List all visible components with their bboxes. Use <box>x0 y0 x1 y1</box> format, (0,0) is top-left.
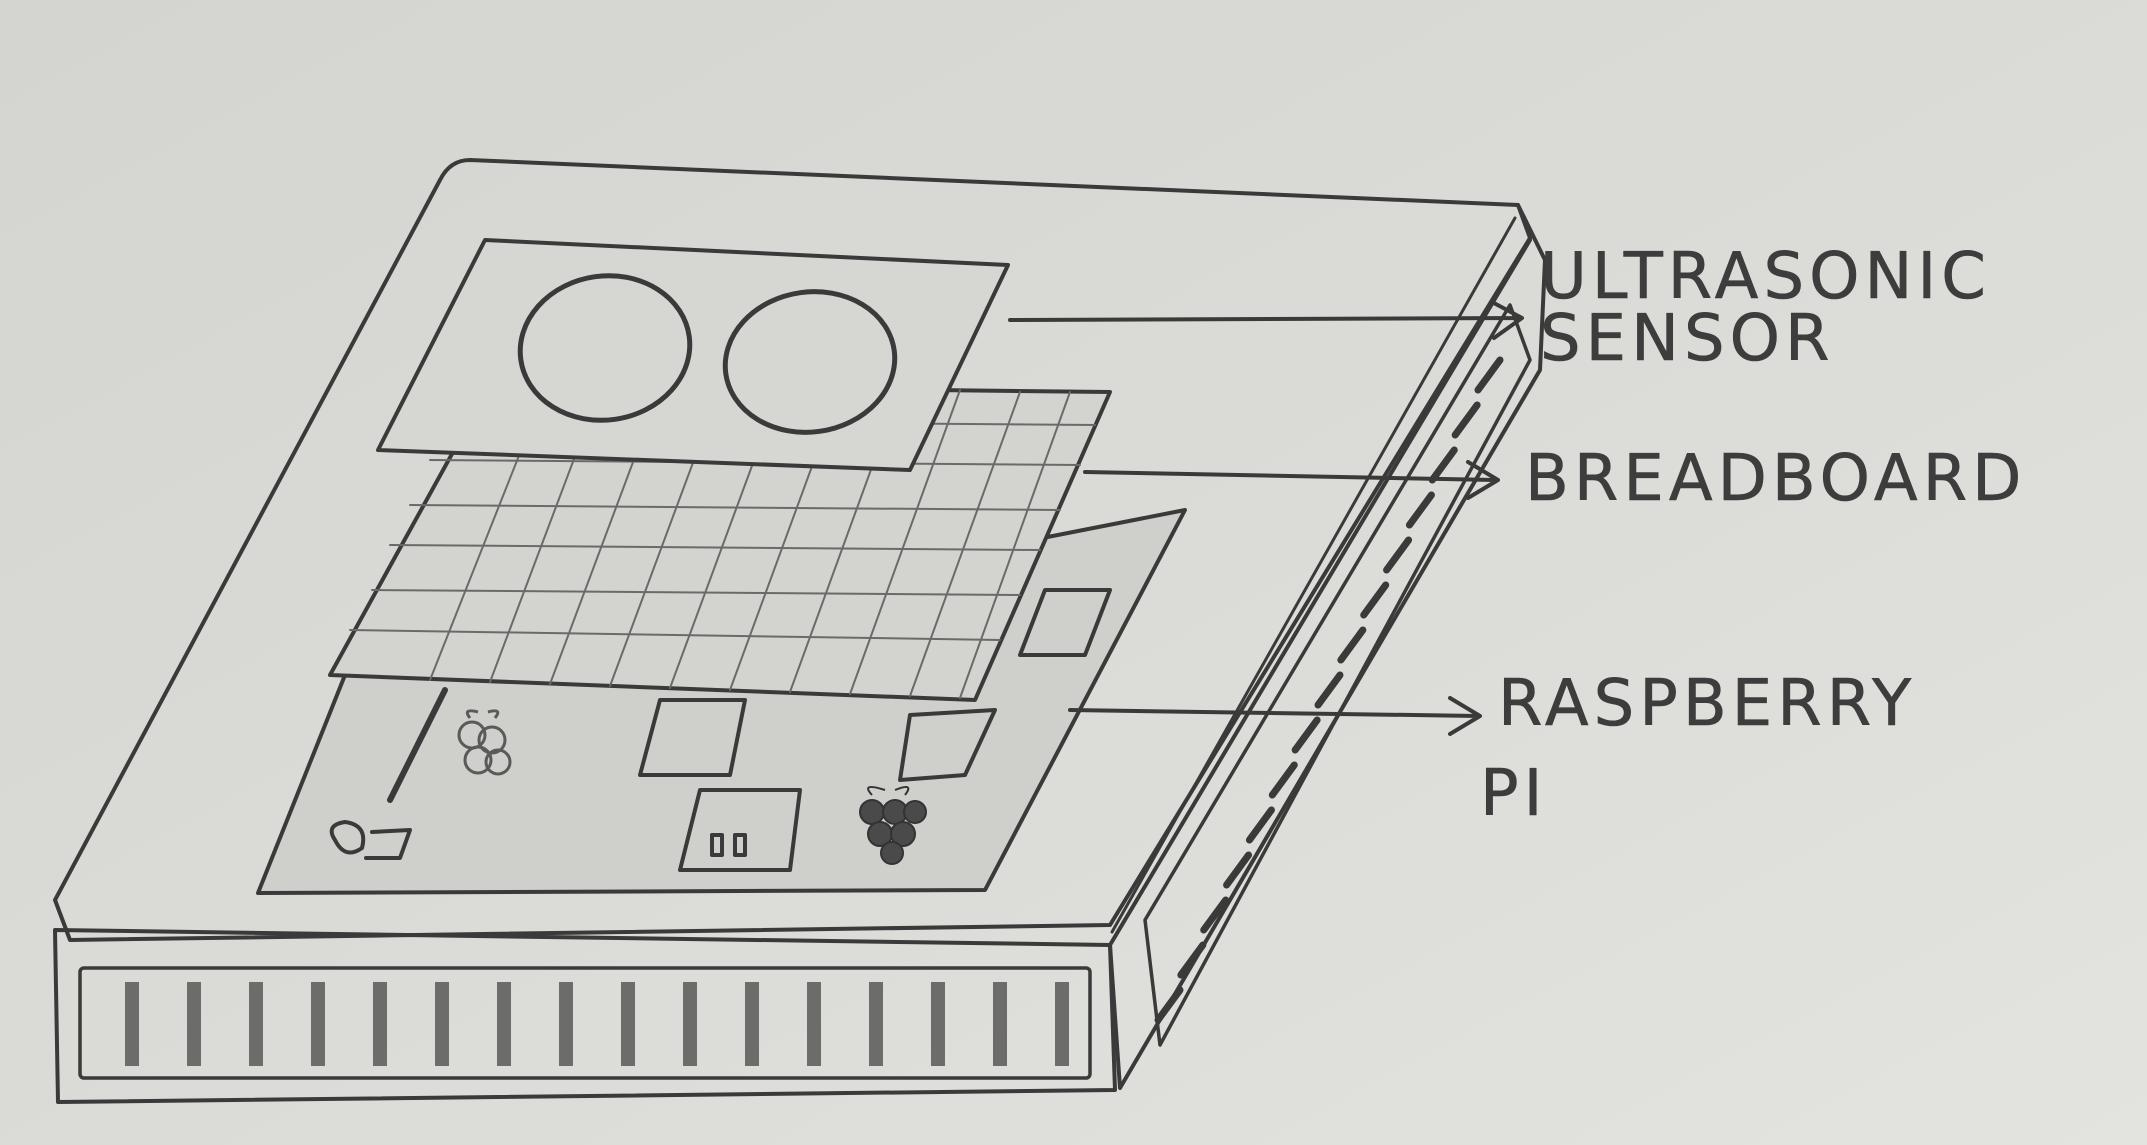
front-vent-slat <box>931 982 945 1066</box>
front-vent-slat <box>435 982 449 1066</box>
label-raspberry-line1: RASPBERRY <box>1498 667 1916 741</box>
front-vent-slat <box>187 982 201 1066</box>
front-vent-slat <box>373 982 387 1066</box>
front-vent-slat <box>311 982 325 1066</box>
front-vent-slat <box>807 982 821 1066</box>
front-vent-slat <box>745 982 759 1066</box>
ultrasonic-sensor-board <box>378 240 1008 470</box>
label-raspberry-line2: PI <box>1480 757 1547 831</box>
front-vent-slat <box>125 982 139 1066</box>
front-vent-slat <box>559 982 573 1066</box>
label-breadboard: BREADBOARD <box>1525 442 2026 516</box>
front-vent-slat <box>993 982 1007 1066</box>
front-vent-slat <box>1055 982 1069 1066</box>
front-vent-slat <box>497 982 511 1066</box>
front-vent-slat <box>249 982 263 1066</box>
front-vent-slat <box>869 982 883 1066</box>
front-vent-slat <box>683 982 697 1066</box>
front-vent-slat <box>621 982 635 1066</box>
label-ultrasonic-line2: SENSOR <box>1540 302 1834 376</box>
